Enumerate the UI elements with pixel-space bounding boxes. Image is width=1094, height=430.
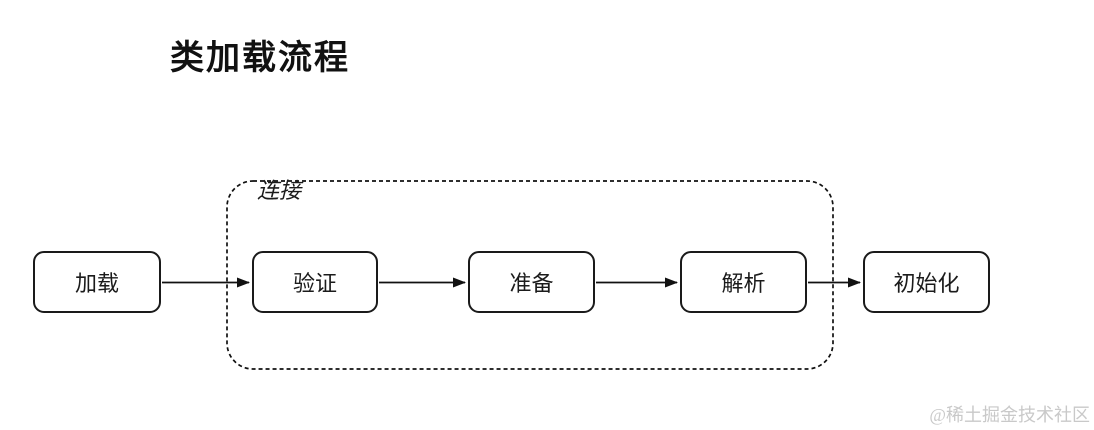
node-resolve: 解析 <box>680 251 807 313</box>
page-title: 类加载流程 <box>170 38 350 78</box>
watermark: @稀土掘金技术社区 <box>929 405 1090 425</box>
node-verify: 验证 <box>252 251 378 313</box>
group-label-connect: 连接 <box>257 178 302 203</box>
node-load: 加载 <box>33 251 161 313</box>
node-init: 初始化 <box>863 251 990 313</box>
node-prepare: 准备 <box>468 251 595 313</box>
